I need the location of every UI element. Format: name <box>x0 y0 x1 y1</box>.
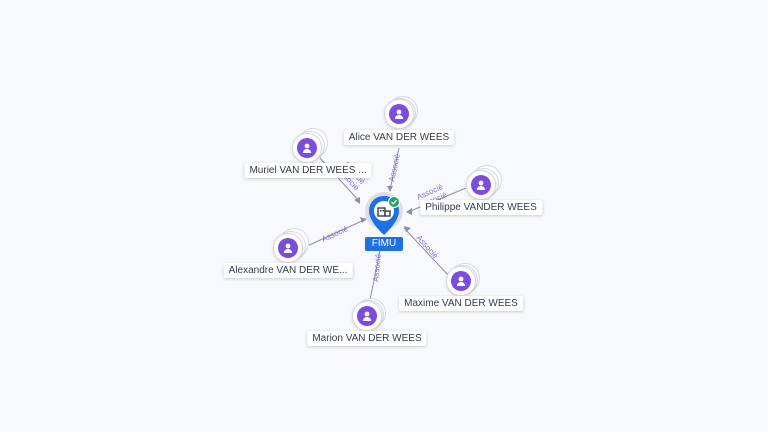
person-label-philippe[interactable]: Philippe VANDER WEES <box>420 200 542 215</box>
arrow-maxime <box>404 226 411 232</box>
arrow-philippe <box>406 208 412 215</box>
person-node-alice[interactable] <box>384 96 418 129</box>
person-label-marion[interactable]: Marion VAN DER WEES <box>307 331 427 346</box>
edge-label-marion: Associé <box>371 253 383 282</box>
edge-alice <box>389 147 400 191</box>
center-node-label[interactable]: FIMU <box>365 237 403 251</box>
arrow-alice <box>387 186 393 192</box>
edge-label-maxime: Associé <box>415 233 441 260</box>
user-avatar-icon <box>357 306 377 326</box>
edge-marion <box>369 250 381 301</box>
person-label-muriel[interactable]: Muriel VAN DER WEES ... <box>244 163 372 178</box>
person-node-marion[interactable] <box>352 298 386 331</box>
person-label-alice[interactable]: Alice VAN DER WEES <box>343 130 455 145</box>
edge-maxime <box>403 227 450 277</box>
person-node-maxime[interactable] <box>446 263 480 296</box>
building-icon <box>377 207 391 217</box>
person-node-muriel[interactable] <box>292 128 328 163</box>
edge-alexandre <box>304 219 365 248</box>
person-label-alexandre[interactable]: Alexandre VAN DER WE... <box>223 263 353 278</box>
person-node-philippe[interactable] <box>466 165 502 200</box>
user-avatar-icon <box>471 175 491 195</box>
user-avatar-icon <box>297 138 317 158</box>
arrow-muriel <box>354 197 360 204</box>
user-avatar-icon <box>389 104 409 124</box>
person-node-alexandre[interactable] <box>273 228 309 263</box>
verified-check-icon <box>388 196 400 208</box>
arrow-alexandre <box>360 217 367 223</box>
edge-label-alexandre: Associé <box>320 224 350 244</box>
edge-label-alice: Associé <box>387 153 402 183</box>
person-label-maxime[interactable]: Maxime VAN DER WEES <box>399 296 523 311</box>
user-avatar-icon <box>278 238 298 258</box>
user-avatar-icon <box>451 271 471 291</box>
